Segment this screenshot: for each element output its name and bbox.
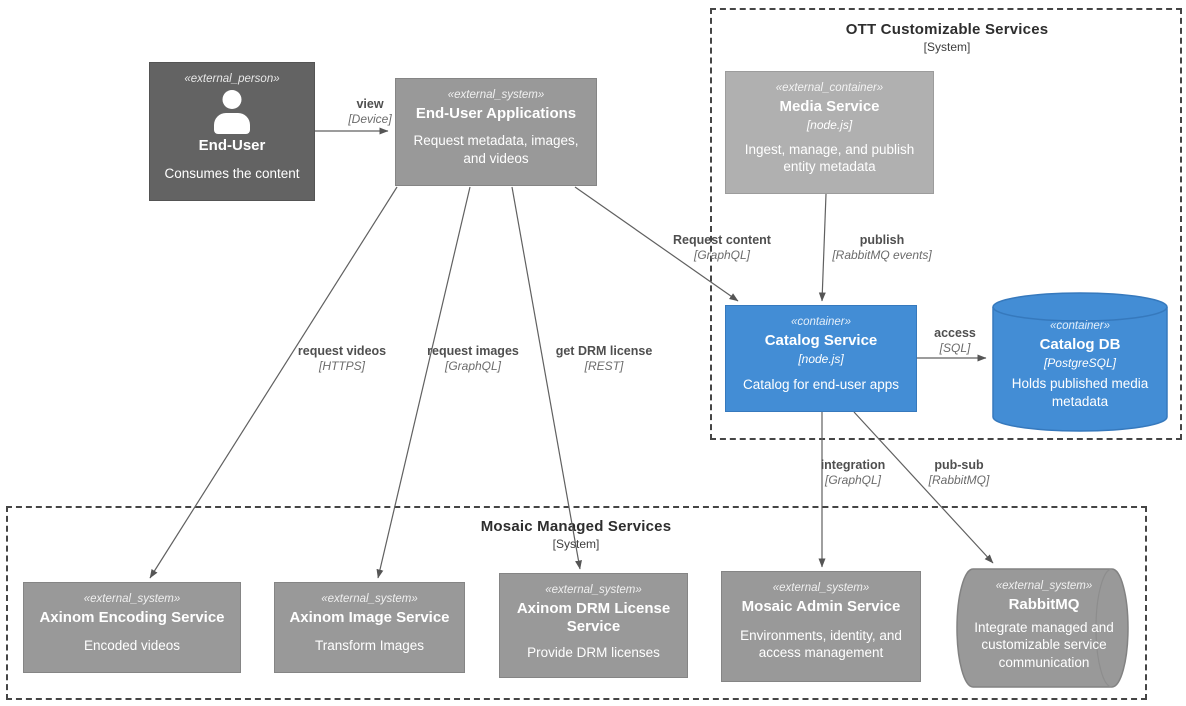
edge-tech-text: [GraphQL] <box>824 473 882 487</box>
boundary-title-text: OTT Customizable Services <box>845 21 1049 38</box>
edge-tech-text: [HTTPS] <box>318 359 366 373</box>
edge-label-text: request images <box>427 344 519 358</box>
node-name: Axinom DRM License Service <box>516 599 671 635</box>
node-rabbitmq: «external_system» RabbitMQ Integrate man… <box>965 574 1123 684</box>
node-name: End-User <box>198 136 266 154</box>
stereotype-text: «container» <box>790 316 852 328</box>
node-name: RabbitMQ <box>1008 595 1080 613</box>
edge-label-text: request videos <box>297 344 387 358</box>
node-description: Catalog for end-user apps <box>742 376 900 392</box>
stereotype-text: «external_system» <box>772 582 870 594</box>
edge-label-text: pub-sub <box>934 458 984 472</box>
edge-label-text: integration <box>820 458 886 472</box>
edge-label-request-content: Request content [GraphQL] <box>673 233 771 262</box>
node-tech: [node.js] <box>798 351 844 366</box>
edge-label-get-drm-license: get DRM license [REST] <box>556 344 653 373</box>
boundary-ott-title: OTT Customizable Services [System] <box>846 21 1049 54</box>
node-description: Transform Images <box>314 637 425 653</box>
node-name: Catalog Service <box>764 331 878 349</box>
node-axinom-encoding-service: «external_system» Axinom Encoding Servic… <box>23 582 241 673</box>
node-name: Media Service <box>779 97 880 115</box>
node-name: End-User Applications <box>415 104 577 122</box>
node-description: Consumes the content <box>164 165 300 181</box>
node-mosaic-admin-service: «external_system» Mosaic Admin Service E… <box>721 571 921 682</box>
node-description: Integrate managed and customizable servi… <box>974 619 1114 670</box>
edge-label-view: view [Device] <box>348 97 391 126</box>
edge-label-access: access [SQL] <box>934 326 976 355</box>
edge-label-text: view <box>356 97 384 111</box>
node-catalog-db: «container» Catalog DB [PostgreSQL] Hold… <box>995 316 1165 424</box>
node-name: Mosaic Admin Service <box>741 597 901 615</box>
edge-tech-text: [SQL] <box>939 341 971 355</box>
node-tech: [PostgreSQL] <box>1043 355 1117 370</box>
node-description: Request metadata, images, and videos <box>413 133 579 166</box>
node-axinom-drm-license-service: «external_system» Axinom DRM License Ser… <box>499 573 688 678</box>
edge-label-text: access <box>934 326 976 340</box>
stereotype-text: «external_system» <box>545 584 642 596</box>
stereotype-text: «container» <box>1049 320 1111 332</box>
edge-label-text: get DRM license <box>555 344 653 358</box>
node-tech: [node.js] <box>806 117 853 132</box>
node-end-user: «external_person» End-User Consumes the … <box>149 62 315 201</box>
node-description: Provide DRM licenses <box>527 644 660 660</box>
boundary-type-text: [System] <box>552 537 600 551</box>
edge-tech-text: [GraphQL] <box>693 248 751 262</box>
edge-label-request-images: request images [GraphQL] <box>427 344 519 373</box>
stereotype-text: «external_person» <box>184 73 280 85</box>
edge-label-publish: publish [RabbitMQ events] <box>832 233 931 262</box>
edge-tech-text: [Device] <box>348 112 392 126</box>
node-name: Catalog DB <box>1039 335 1121 353</box>
node-axinom-image-service: «external_system» Axinom Image Service T… <box>274 582 465 673</box>
boundary-type-text: [System] <box>923 40 971 54</box>
edge-label-pub-sub: pub-sub [RabbitMQ] <box>929 458 990 487</box>
edge-label-text: Request content <box>673 233 771 247</box>
edge-label-request-videos: request videos [HTTPS] <box>298 344 386 373</box>
stereotype-text: «external_container» <box>775 82 884 94</box>
stereotype-text: «external_system» <box>995 580 1093 592</box>
boundary-mosaic-title: Mosaic Managed Services [System] <box>481 518 672 551</box>
edge-tech-text: [RabbitMQ] <box>928 473 990 487</box>
stereotype-text: «external_system» <box>321 593 418 605</box>
edge-label-text: publish <box>859 233 905 247</box>
stereotype-text: «external_system» <box>83 593 181 605</box>
node-catalog-service: «container» Catalog Service [node.js] Ca… <box>725 305 917 412</box>
node-description: Encoded videos <box>83 637 181 653</box>
edge-tech-text: [RabbitMQ events] <box>832 248 932 262</box>
node-end-user-applications: «external_system» End-User Applications … <box>395 78 597 186</box>
edge-tech-text: [REST] <box>584 359 624 373</box>
edge-tech-text: [GraphQL] <box>444 359 502 373</box>
person-icon <box>209 89 255 134</box>
node-name: Axinom Image Service <box>289 608 450 626</box>
edge-label-integration: integration [GraphQL] <box>821 458 886 487</box>
node-description: Environments, identity, and access manag… <box>740 627 902 661</box>
boundary-title-text: Mosaic Managed Services <box>480 518 672 535</box>
node-description: Holds published media metadata <box>1011 376 1149 409</box>
node-media-service: «external_container» Media Service [node… <box>725 71 934 194</box>
stereotype-text: «external_system» <box>447 89 545 101</box>
node-description: Ingest, manage, and publish entity metad… <box>744 141 915 175</box>
node-name: Axinom Encoding Service <box>39 608 225 626</box>
